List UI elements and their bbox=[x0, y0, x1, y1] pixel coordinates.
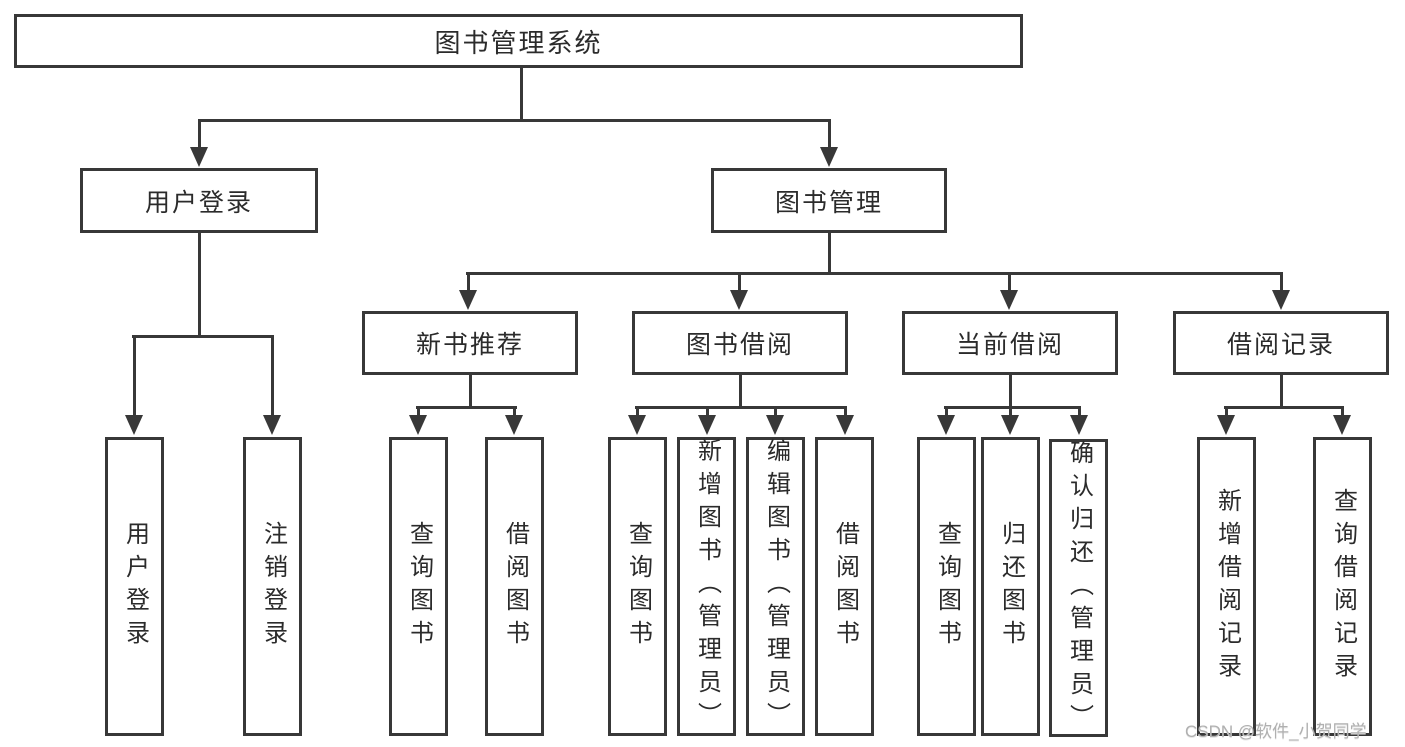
node-label: 用户登录 bbox=[121, 520, 149, 653]
leaf-edit-books-admin: 编辑图书（管理员） bbox=[746, 437, 805, 736]
node-label: 借阅记录 bbox=[1226, 331, 1335, 359]
csdn-watermark: CSDN @软件_小贺同学 bbox=[1185, 722, 1367, 741]
leaf-query-books-2: 查询图书 bbox=[608, 437, 667, 736]
connector-line bbox=[1009, 375, 1012, 406]
node-library-management-system: 图书管理系统 bbox=[14, 14, 1023, 68]
leaf-logout: 注销登录 bbox=[243, 437, 302, 736]
connector-line bbox=[198, 119, 831, 122]
arrow-down-icon bbox=[125, 415, 143, 435]
leaf-confirm-return-admin: 确认归还（管理员） bbox=[1049, 439, 1108, 737]
connector-line bbox=[844, 406, 847, 417]
leaf-query-borrow-record: 查询借阅记录 bbox=[1313, 437, 1372, 736]
leaf-query-books-1: 查询图书 bbox=[389, 437, 448, 736]
connector-line bbox=[466, 272, 1283, 275]
node-label: 编辑图书（管理员） bbox=[762, 438, 790, 735]
connector-line bbox=[1008, 272, 1011, 292]
connector-line bbox=[271, 335, 274, 416]
node-new-book-recommendation: 新书推荐 bbox=[362, 311, 578, 375]
arrow-down-icon bbox=[937, 415, 955, 435]
connector-line bbox=[1280, 272, 1283, 292]
node-book-management: 图书管理 bbox=[711, 168, 947, 233]
connector-line bbox=[520, 68, 523, 119]
arrow-down-icon bbox=[698, 415, 716, 435]
connector-line bbox=[198, 233, 201, 335]
leaf-borrow-books-1: 借阅图书 bbox=[485, 437, 544, 736]
connector-line bbox=[945, 406, 948, 417]
arrow-down-icon bbox=[1333, 415, 1351, 435]
leaf-query-books-3: 查询图书 bbox=[917, 437, 976, 736]
arrow-down-icon bbox=[409, 415, 427, 435]
node-book-borrowing: 图书借阅 bbox=[632, 311, 848, 375]
node-label: 新书推荐 bbox=[415, 331, 524, 359]
connector-line bbox=[1341, 406, 1344, 417]
leaf-user-login: 用户登录 bbox=[105, 437, 164, 736]
connector-line bbox=[1224, 406, 1344, 409]
node-user-login: 用户登录 bbox=[80, 168, 318, 233]
connector-line bbox=[467, 272, 470, 292]
connector-line bbox=[1280, 375, 1283, 406]
connector-line bbox=[1078, 406, 1081, 417]
node-current-borrowing: 当前借阅 bbox=[902, 311, 1118, 375]
connector-line bbox=[828, 233, 831, 272]
arrow-down-icon bbox=[1272, 290, 1290, 310]
connector-line bbox=[469, 375, 472, 406]
node-label: 查询借阅记录 bbox=[1329, 487, 1357, 686]
node-label: 图书管理系统 bbox=[434, 27, 603, 58]
connector-line bbox=[738, 272, 741, 292]
node-borrowing-records: 借阅记录 bbox=[1173, 311, 1389, 375]
leaf-add-borrow-record: 新增借阅记录 bbox=[1197, 437, 1256, 736]
arrow-down-icon bbox=[1217, 415, 1235, 435]
node-label: 查询图书 bbox=[405, 520, 433, 653]
arrow-down-icon bbox=[820, 147, 838, 167]
arrow-down-icon bbox=[628, 415, 646, 435]
arrow-down-icon bbox=[505, 415, 523, 435]
connector-line bbox=[706, 406, 709, 417]
arrow-down-icon bbox=[1000, 290, 1018, 310]
arrow-down-icon bbox=[190, 147, 208, 167]
leaf-borrow-books-2: 借阅图书 bbox=[815, 437, 874, 736]
connector-line bbox=[774, 406, 777, 417]
node-label: 图书管理 bbox=[774, 188, 883, 217]
node-label: 用户登录 bbox=[144, 188, 253, 217]
node-label: 查询图书 bbox=[624, 520, 652, 653]
arrow-down-icon bbox=[263, 415, 281, 435]
arrow-down-icon bbox=[459, 290, 477, 310]
node-label: 当前借阅 bbox=[955, 331, 1064, 359]
connector-line bbox=[636, 406, 639, 417]
arrow-down-icon bbox=[1001, 415, 1019, 435]
node-label: 图书借阅 bbox=[685, 331, 794, 359]
connector-line bbox=[828, 119, 831, 148]
connector-line bbox=[1225, 406, 1228, 417]
connector-line bbox=[132, 335, 274, 338]
connector-line bbox=[198, 119, 201, 148]
arrow-down-icon bbox=[1070, 415, 1088, 435]
connector-line bbox=[417, 406, 420, 417]
leaf-return-books: 归还图书 bbox=[981, 437, 1040, 736]
node-label: 借阅图书 bbox=[831, 520, 859, 653]
node-label: 归还图书 bbox=[997, 520, 1025, 653]
node-label: 借阅图书 bbox=[501, 520, 529, 653]
node-label: 注销登录 bbox=[259, 520, 287, 653]
connector-line bbox=[739, 375, 742, 406]
connector-line bbox=[513, 406, 516, 417]
connector-line bbox=[635, 406, 846, 409]
arrow-down-icon bbox=[730, 290, 748, 310]
node-label: 确认归还（管理员） bbox=[1065, 439, 1093, 737]
leaf-add-books-admin: 新增图书（管理员） bbox=[677, 437, 736, 736]
arrow-down-icon bbox=[766, 415, 784, 435]
connector-line bbox=[1009, 406, 1012, 417]
node-label: 新增借阅记录 bbox=[1213, 487, 1241, 686]
connector-line bbox=[416, 406, 517, 409]
node-label: 新增图书（管理员） bbox=[693, 438, 721, 735]
arrow-down-icon bbox=[836, 415, 854, 435]
node-label: 查询图书 bbox=[933, 520, 961, 653]
connector-line bbox=[944, 406, 1081, 409]
connector-line bbox=[133, 335, 136, 416]
